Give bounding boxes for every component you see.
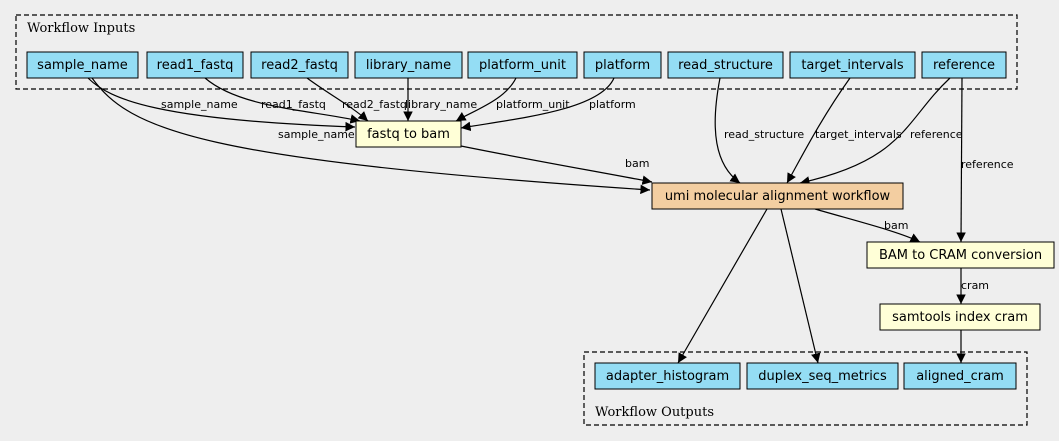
edge-sample-name-to-umi xyxy=(91,77,651,195)
node-umi-workflow[interactable]: umi molecular alignment workflow xyxy=(651,182,904,210)
edge-label-cram: cram xyxy=(961,279,989,292)
edge-label-sample-name-umi: sample_name xyxy=(278,128,355,141)
svg-text:reference: reference xyxy=(933,58,995,73)
step-nodes: fastq to bam umi molecular alignment wor… xyxy=(355,120,1055,331)
svg-text:read_structure: read_structure xyxy=(678,58,773,73)
edge-read-structure-to-umi xyxy=(714,77,741,184)
edge-label-reference-umi: reference xyxy=(910,128,963,141)
node-target-intervals[interactable]: target_intervals xyxy=(789,51,916,79)
edge-label-library: library_name xyxy=(405,98,477,111)
node-library-name[interactable]: library_name xyxy=(354,51,463,79)
svg-text:umi molecular alignment workfl: umi molecular alignment workflow xyxy=(665,189,891,204)
edge-label-sample-name: sample_name xyxy=(161,98,238,111)
input-nodes: sample_name read1_fastq read2_fastq libr… xyxy=(26,51,1007,79)
svg-text:platform: platform xyxy=(595,58,650,73)
workflow-outputs-cluster: Workflow Outputs xyxy=(583,351,1028,426)
workflow-outputs-label: Workflow Outputs xyxy=(595,405,714,420)
edge-label-read2: read2_fastq xyxy=(342,98,407,111)
node-reference[interactable]: reference xyxy=(921,51,1007,79)
edge-reference-to-cram xyxy=(956,77,966,243)
edge-label-bam-cram: bam xyxy=(884,219,908,232)
node-read1-fastq[interactable]: read1_fastq xyxy=(146,51,244,79)
edge-read1-to-fastq xyxy=(204,77,361,124)
edge-label-read-structure: read_structure xyxy=(724,128,804,141)
edge-label-bam-umi: bam xyxy=(625,157,649,170)
edge-reference-to-umi xyxy=(799,77,951,186)
svg-text:adapter_histogram: adapter_histogram xyxy=(606,369,729,384)
node-sample-name[interactable]: sample_name xyxy=(26,51,139,79)
edge-umi-to-duplex-metrics xyxy=(780,208,821,364)
node-adapter-histogram[interactable]: adapter_histogram xyxy=(594,362,741,390)
svg-text:read1_fastq: read1_fastq xyxy=(157,58,234,73)
svg-text:library_name: library_name xyxy=(366,58,451,73)
edge-fastq-to-umi xyxy=(460,145,653,185)
edge-platform-to-fastq xyxy=(460,77,615,132)
svg-text:sample_name: sample_name xyxy=(37,58,128,73)
edge-label-platform-unit: platform_unit xyxy=(496,98,570,111)
node-read2-fastq[interactable]: read2_fastq xyxy=(250,51,349,79)
node-platform[interactable]: platform xyxy=(583,51,662,79)
svg-text:target_intervals: target_intervals xyxy=(801,58,904,73)
edge-umi-to-adapter-histogram xyxy=(677,208,768,364)
edge-target-intervals-to-umi xyxy=(786,77,851,184)
edge-umi-to-cram xyxy=(814,208,921,243)
svg-text:BAM to CRAM conversion: BAM to CRAM conversion xyxy=(879,248,1042,263)
output-nodes: adapter_histogram duplex_seq_metrics ali… xyxy=(594,362,1017,390)
workflow-inputs-cluster: Workflow Inputs xyxy=(15,14,1018,90)
edges xyxy=(87,77,966,364)
edge-labels: sample_name read1_fastq read2_fastq libr… xyxy=(161,98,1014,292)
node-read-structure[interactable]: read_structure xyxy=(667,51,784,79)
node-duplex-seq-metrics[interactable]: duplex_seq_metrics xyxy=(746,362,899,390)
edge-read2-to-fastq xyxy=(306,77,369,122)
edge-label-platform: platform xyxy=(589,98,636,111)
workflow-inputs-label: Workflow Inputs xyxy=(27,21,135,36)
node-samtools-index[interactable]: samtools index cram xyxy=(879,303,1041,331)
edge-platform-unit-to-fastq xyxy=(455,77,517,122)
edge-label-read1: read1_fastq xyxy=(261,98,326,111)
edge-label-target-intervals: target_intervals xyxy=(815,128,902,141)
svg-text:fastq to bam: fastq to bam xyxy=(367,127,450,142)
node-aligned-cram[interactable]: aligned_cram xyxy=(903,362,1017,390)
node-platform-unit[interactable]: platform_unit xyxy=(467,51,578,79)
node-bam-to-cram[interactable]: BAM to CRAM conversion xyxy=(866,241,1055,269)
svg-text:aligned_cram: aligned_cram xyxy=(916,369,1004,384)
svg-text:platform_unit: platform_unit xyxy=(479,58,566,73)
node-fastq-to-bam[interactable]: fastq to bam xyxy=(355,120,462,148)
svg-text:duplex_seq_metrics: duplex_seq_metrics xyxy=(758,369,887,384)
edge-label-reference-cram: reference xyxy=(961,158,1014,171)
svg-text:samtools index cram: samtools index cram xyxy=(892,310,1028,325)
svg-text:read2_fastq: read2_fastq xyxy=(261,58,338,73)
